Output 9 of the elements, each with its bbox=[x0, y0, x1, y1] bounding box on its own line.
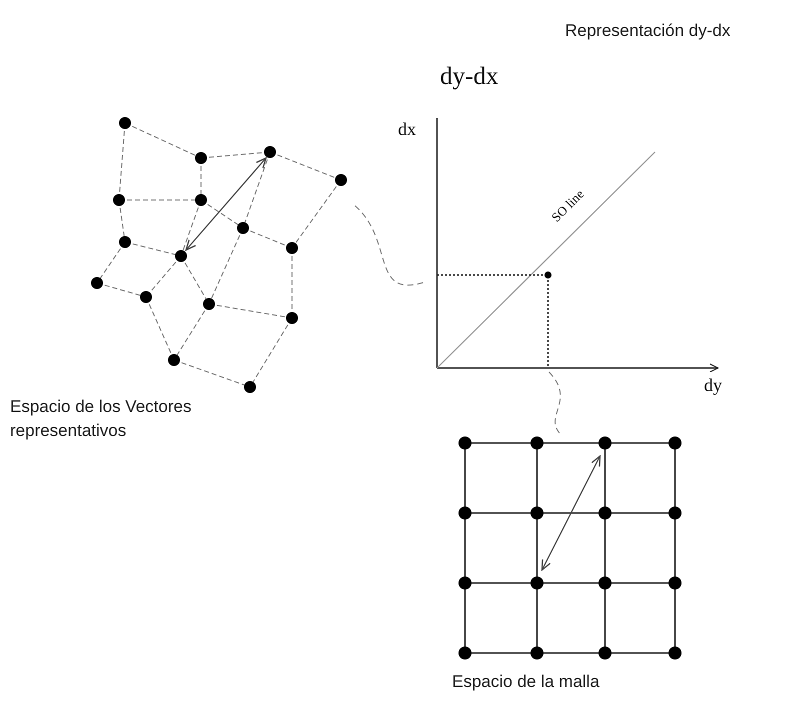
line-label: SO line bbox=[547, 185, 588, 227]
dashed-connector bbox=[354, 205, 426, 286]
diagram-title: Representación dy-dx bbox=[565, 20, 730, 42]
node-label: Espacio de los Vectores representativos bbox=[10, 396, 192, 442]
plot-title: dy-dx bbox=[440, 62, 498, 92]
dashed-connector bbox=[548, 372, 561, 434]
node-label: Espacio de la malla bbox=[452, 671, 600, 693]
axis-label: dy bbox=[704, 374, 722, 397]
axis-label: dx bbox=[398, 118, 416, 141]
